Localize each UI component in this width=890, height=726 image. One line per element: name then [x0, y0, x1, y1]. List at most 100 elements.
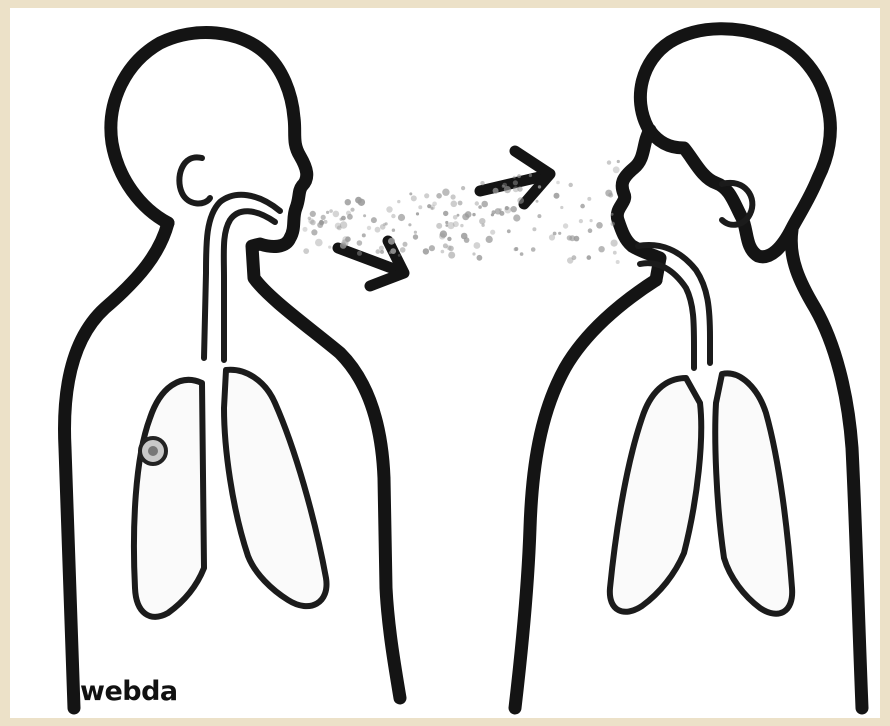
droplet — [340, 242, 347, 249]
droplet — [537, 214, 541, 218]
droplet — [513, 186, 519, 192]
droplet — [511, 206, 517, 212]
droplet — [362, 233, 366, 237]
droplet — [375, 227, 381, 233]
droplet — [587, 197, 591, 201]
droplet — [418, 205, 422, 209]
droplet — [513, 214, 520, 221]
droplet — [596, 222, 603, 229]
droplet — [315, 239, 323, 247]
droplet — [386, 206, 392, 212]
droplet — [326, 211, 329, 214]
droplet — [531, 247, 536, 252]
droplet — [400, 247, 406, 253]
exposed-person — [515, 29, 862, 708]
droplet — [616, 260, 620, 264]
droplet — [447, 237, 451, 241]
droplet — [390, 248, 396, 254]
droplet — [310, 220, 316, 226]
droplet — [563, 223, 568, 228]
droplet — [347, 214, 353, 220]
exposed-person-left-lung — [610, 378, 701, 612]
droplet — [479, 218, 485, 224]
tb-lesion — [140, 438, 166, 464]
droplet — [453, 215, 458, 220]
droplet — [409, 192, 412, 195]
droplet — [475, 201, 479, 205]
droplet — [430, 205, 436, 211]
infected-person-right-lung — [224, 370, 327, 606]
droplet — [451, 194, 456, 199]
droplet — [513, 176, 516, 179]
droplet — [587, 255, 592, 260]
droplet — [345, 199, 351, 205]
droplet — [324, 220, 328, 224]
droplet — [424, 193, 429, 198]
droplet — [569, 183, 573, 187]
droplet — [613, 166, 620, 173]
droplet — [502, 185, 505, 188]
droplet — [335, 223, 341, 229]
droplet — [480, 181, 484, 185]
droplet — [491, 213, 494, 216]
droplet — [513, 180, 518, 185]
droplet — [447, 245, 452, 250]
droplet — [580, 204, 585, 209]
droplet — [472, 252, 475, 255]
droplet — [529, 174, 532, 177]
illustration-frame: webda — [10, 8, 880, 718]
droplet — [458, 201, 463, 206]
droplet — [611, 222, 615, 226]
droplet — [558, 232, 561, 235]
droplet — [303, 227, 308, 232]
droplet — [445, 221, 448, 224]
droplet — [414, 231, 417, 234]
droplet — [572, 255, 577, 260]
droplet — [436, 223, 442, 229]
droplet — [388, 238, 395, 245]
droplet — [408, 223, 411, 226]
droplet — [380, 250, 384, 254]
droplet — [556, 181, 560, 185]
droplet — [308, 217, 311, 220]
droplet — [383, 223, 386, 226]
droplet — [478, 205, 482, 209]
watermark-label: webda — [80, 676, 178, 707]
droplet — [345, 236, 351, 242]
droplet — [520, 252, 524, 256]
exposed-person-face — [617, 130, 660, 280]
droplet — [465, 211, 472, 218]
droplet — [416, 212, 419, 215]
droplet — [397, 200, 400, 203]
droplet — [493, 188, 499, 194]
droplet — [605, 190, 612, 197]
exposed-person-right-lung — [715, 373, 792, 613]
droplet — [477, 255, 483, 261]
droplet — [504, 186, 511, 193]
infected-person-left-lung — [134, 380, 204, 617]
droplet — [448, 252, 455, 259]
droplet — [311, 229, 317, 235]
exposed-person-back — [791, 230, 862, 708]
droplet — [436, 193, 442, 199]
droplet — [504, 207, 511, 214]
droplet — [517, 197, 524, 204]
droplet — [439, 233, 445, 239]
droplet — [443, 211, 448, 216]
droplet — [329, 209, 333, 213]
droplet — [464, 237, 470, 243]
droplet — [499, 211, 504, 216]
droplet — [355, 197, 362, 204]
droplet — [321, 215, 326, 220]
droplet — [607, 160, 611, 164]
droplet — [486, 236, 493, 243]
droplet — [391, 214, 395, 218]
droplet — [398, 254, 401, 257]
droplet — [379, 246, 384, 251]
droplet — [403, 242, 408, 247]
droplet — [453, 221, 459, 227]
droplet — [445, 224, 448, 227]
droplet — [514, 248, 518, 252]
droplet — [441, 250, 445, 254]
droplet — [536, 200, 539, 203]
